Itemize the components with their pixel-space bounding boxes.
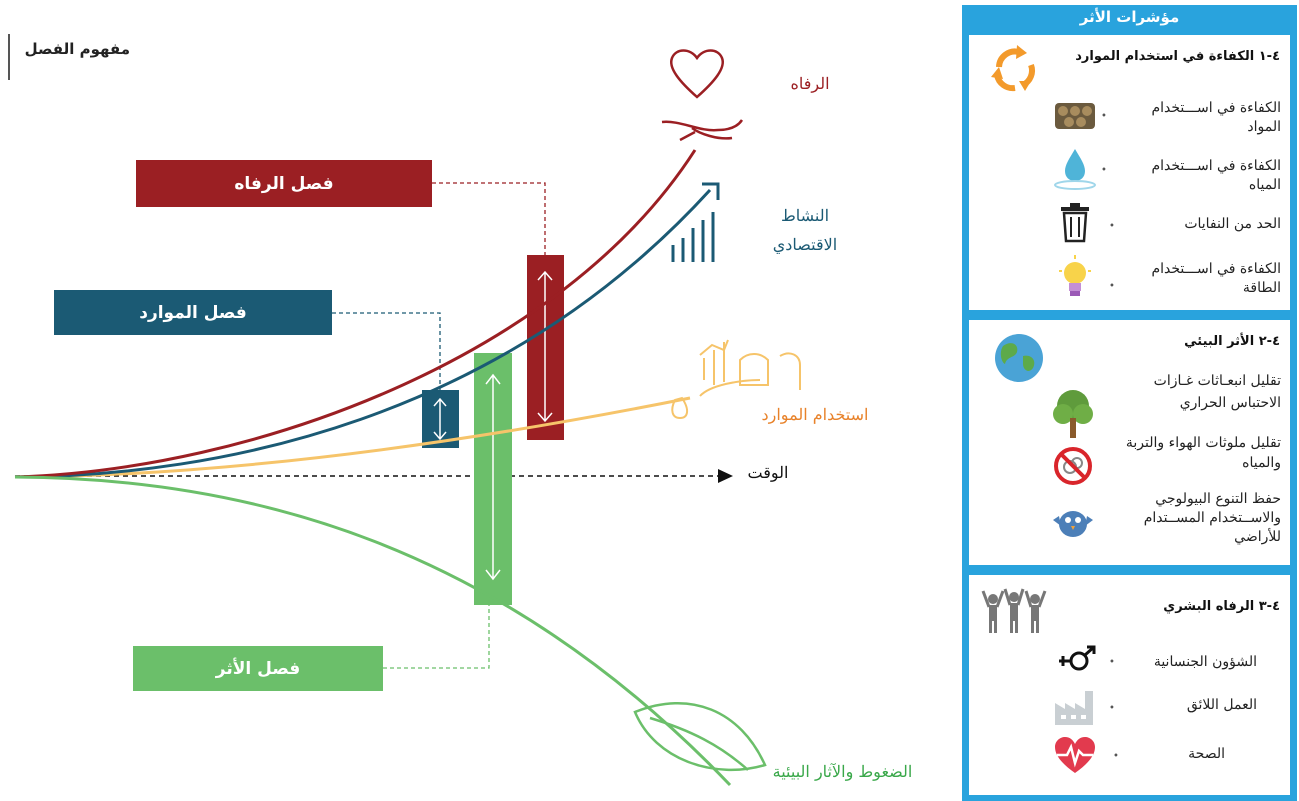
decoupling-diagram (14, 49, 801, 787)
resources-cluster-icon (671, 339, 801, 420)
leaf-icon (633, 702, 767, 772)
bullet: • (1109, 281, 1115, 292)
economic-activity-label: النشاط الاقتصادي (772, 206, 838, 254)
bullet: • (1109, 221, 1115, 232)
indicator-materials-efficiency: الكفاءة في اســـتخدام المواد (1151, 100, 1281, 135)
section-resource-efficiency: ٤-١ الكفاءة في استخدام الموارد • الكفاءة… (969, 35, 1290, 310)
wellbeing-decoupling-box: فصل الرفاه (136, 160, 432, 207)
wellbeing-connector (432, 182, 546, 255)
materials-logs-icon (1055, 103, 1095, 129)
time-axis-label: الوقت (747, 463, 789, 482)
economic-arrowhead (702, 182, 720, 200)
bullet: • (1109, 657, 1115, 668)
recycle-arrows-icon (991, 45, 1036, 92)
gender-symbol-icon (1059, 645, 1096, 671)
bullet: • (1101, 165, 1107, 176)
impact-decoupling-box: فصل الأثر (133, 646, 383, 691)
heartbeat-icon (1055, 737, 1095, 773)
impact-connector (383, 600, 490, 669)
section2-title: ٤-٢ الأثر البيئي (1184, 334, 1280, 349)
bird-icon (1053, 511, 1093, 537)
impact-double-arrow (485, 373, 501, 581)
indicator-gender: الشؤون الجنسانية (1153, 654, 1257, 670)
no-pollution-icon (1054, 447, 1092, 485)
earth-globe-icon (995, 334, 1043, 382)
indicator-water-efficiency: الكفاءة في اســـتخدام المياه (1151, 158, 1281, 193)
people-raising-hands-icon (981, 588, 1047, 633)
bullet: • (1109, 703, 1115, 714)
resources-connector (332, 312, 441, 390)
wellbeing-label: الرفاه (790, 74, 830, 93)
resource-decoupling-box: فصل الموارد (54, 290, 332, 335)
pressures-curve (14, 475, 732, 787)
light-bulb-icon (1059, 255, 1091, 296)
indicator-health: الصحة (1188, 746, 1225, 762)
resource-use-curve (14, 396, 691, 479)
trash-bin-icon (1061, 203, 1089, 243)
resource-use-label: استخدام الموارد (761, 405, 869, 424)
section1-title: ٤-١ الكفاءة في استخدام الموارد (1075, 49, 1280, 64)
panel-header: مؤشرات الأثر (1079, 8, 1180, 26)
wellbeing-curve (14, 149, 697, 479)
factory-icon (1055, 691, 1093, 725)
bullet: • (1113, 751, 1119, 762)
indicator-pollutant-reduction: تقليل ملوثات الهواء والتربة والمياه (1125, 435, 1281, 471)
indicator-ghg-reduction: تقليل انبعـاثات غـازات الاحتباس الحراري (1153, 373, 1281, 411)
impact-indicators-panel: مؤشرات الأثر ٤-١ الكفاءة في استخدام المو… (962, 5, 1297, 801)
section-environmental-impact: ٤-٢ الأثر البيئي تقليل انبعـاثات غـازات … (969, 320, 1290, 565)
title-marker-line (8, 34, 10, 80)
page-title: مفهوم الفصل (24, 40, 130, 58)
time-axis-arrowhead (718, 469, 733, 483)
pressures-label: الضغوط والآثار البيئية (772, 762, 913, 781)
indicator-energy-efficiency: الكفاءة في اســـتخدام الطاقة (1151, 261, 1281, 296)
section3-title: ٤-٣ الرفاه البشري (1163, 599, 1280, 614)
indicator-waste-reduction: الحد من النفايات (1184, 216, 1281, 232)
section-human-wellbeing: ٤-٣ الرفاه البشري • الشؤون الجنسانية (969, 575, 1290, 795)
water-drop-icon (1054, 149, 1096, 190)
resource-double-arrow (433, 397, 447, 441)
bullet: • (1101, 111, 1107, 122)
economic-activity-curve (14, 188, 712, 479)
bar-chart-icon (671, 212, 715, 262)
indicator-decent-work: العمل اللائق (1186, 697, 1257, 713)
tree-icon (1053, 390, 1093, 438)
indicator-biodiversity: حفظ التنوع البيولوجي والاســتخدام المســ… (1143, 491, 1281, 545)
heart-in-hand-icon (661, 49, 744, 142)
wellbeing-double-arrow (537, 270, 553, 423)
